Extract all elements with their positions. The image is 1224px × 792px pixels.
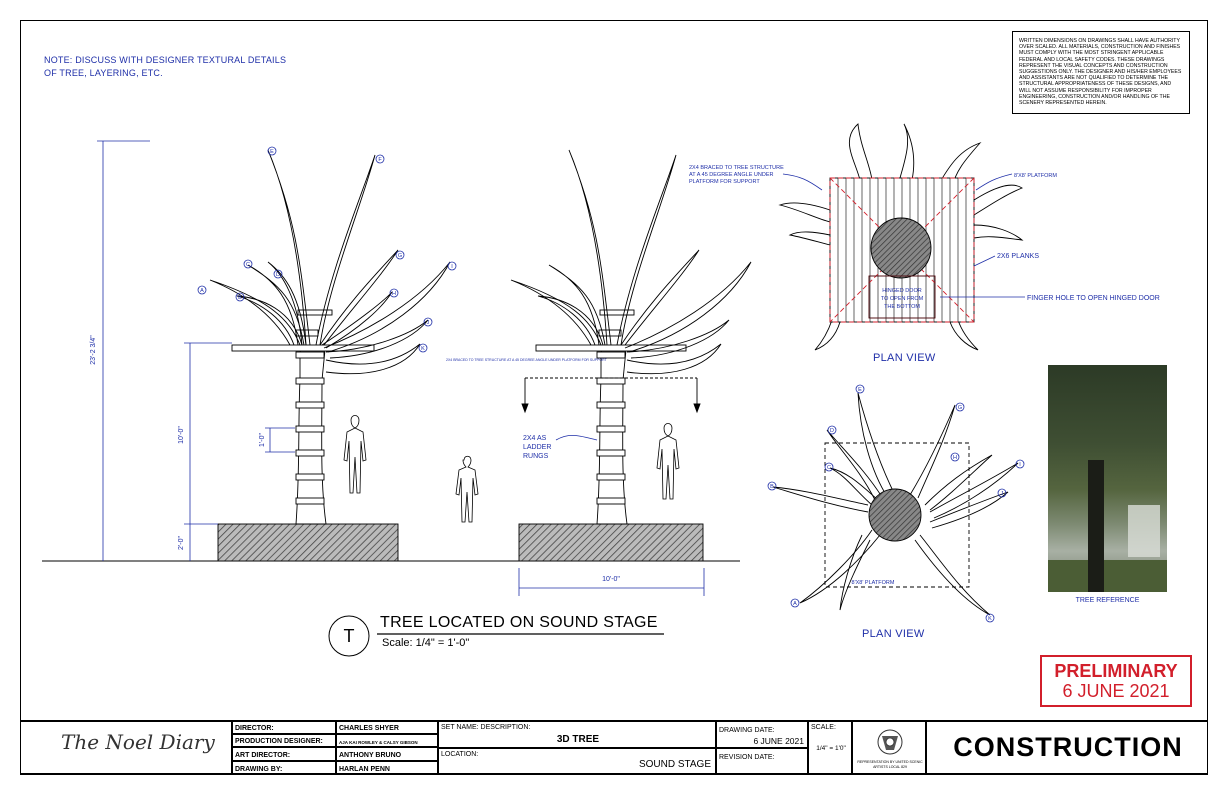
section-marker [328, 615, 370, 657]
tree-reference-caption: TREE REFERENCE [1075, 597, 1140, 604]
plan-label-h: H [953, 455, 957, 461]
branch-label-f: F [378, 157, 382, 163]
plan-view-title-bottom: PLAN VIEW [862, 628, 925, 640]
designer-note: NOTE: DISCUSS WITH DESIGNER TEXTURAL DET… [44, 54, 286, 80]
plan-label-k: K [988, 616, 992, 622]
dim-width: 10'-0" [602, 576, 620, 583]
art-director-label: ART DIRECTOR: [235, 752, 291, 759]
plan-label-g: G [958, 405, 962, 411]
drawing-scale: Scale: 1/4" = 1'-0" [382, 637, 470, 649]
drawing-sheet-border [20, 20, 1208, 774]
stamp-line2: 6 JUNE 2021 [1062, 681, 1170, 701]
drawing-title: TREE LOCATED ON SOUND STAGE [380, 614, 658, 631]
plan-platform-note: 8'X8' PLATFORM [1014, 173, 1057, 179]
drawing-by-value: HARLAN PENN [339, 766, 390, 773]
plan-label-b: B [770, 484, 774, 490]
tree-reference-photo [1048, 365, 1167, 592]
designer-note-line1: NOTE: DISCUSS WITH DESIGNER TEXTURAL DET… [44, 55, 287, 65]
plan-label-d: D [830, 428, 834, 434]
plan-label-j: J [1001, 491, 1004, 497]
section-letter: T [344, 626, 355, 646]
stamp-line1: PRELIMINARY [1054, 661, 1178, 681]
art-director-value: ANTHONY BRUNO [339, 752, 402, 759]
plan-view-top [778, 123, 1024, 351]
branch-label-d: D [276, 272, 280, 278]
plan-bottom-branch-labels [767, 384, 1025, 623]
dim-total: 23'-2 3/4" [90, 335, 97, 365]
plan-planks-note: 2X6 PLANKS [997, 253, 1039, 260]
designer-note-line2: OF TREE, LAYERING, ETC. [44, 68, 163, 78]
location-value: SOUND STAGE [638, 759, 711, 770]
dim-platform-height: 10'-0" [178, 426, 185, 444]
drawing-date-label: DRAWING DATE: [719, 727, 775, 734]
branch-labels-left [197, 146, 457, 353]
plan-view-title-top: PLAN VIEW [873, 352, 936, 364]
set-name-value: 3D TREE [556, 734, 600, 745]
plan-view-bottom [772, 392, 1019, 616]
branch-label-b: B [238, 295, 242, 301]
base-platform [217, 523, 399, 562]
union-logo-icon [877, 729, 903, 755]
director-value: CHARLES SHYER [339, 725, 399, 732]
tree-elevation-left [209, 149, 451, 562]
branch-label-i: I [451, 264, 453, 270]
ladder-rungs [295, 309, 333, 505]
branch-label-j: J [427, 320, 430, 326]
scale-value: 1/4" = 1'0" [816, 745, 846, 752]
drawing-by-label: DRAWING BY: [235, 766, 283, 773]
rungs-note-1: 2X4 AS [523, 435, 547, 442]
hinged-door-note-1: HINGED DOOR [882, 288, 921, 294]
logo-cell: The Noel Diary [20, 721, 232, 775]
location-label: LOCATION: [441, 751, 479, 758]
plan-bottom-platform-note: 8'X8' PLATFORM [852, 580, 895, 586]
plan-brace-note-1: 2X4 BRACED TO TREE STRUCTURE [689, 165, 784, 171]
union-text: REPRESENTATION BY UNITED SCENIC ARTISTS … [857, 760, 923, 769]
tree-elevation-right [510, 149, 752, 562]
sheet-title: CONSTRUCTION [953, 732, 1183, 762]
union-logo-cell: REPRESENTATION BY UNITED SCENIC ARTISTS … [852, 721, 926, 775]
branch-label-g: G [398, 253, 402, 259]
hinged-door-note-3: THE BOTTOM [884, 304, 920, 310]
branch-label-a: A [200, 288, 204, 294]
show-logo: The Noel Diary [61, 730, 215, 754]
plan-brace-note-2: AT A 45 DEGREE ANGLE UNDER [689, 172, 773, 178]
preliminary-stamp: PRELIMINARY 6 JUNE 2021 [1040, 655, 1192, 707]
plan-label-a: A [793, 601, 797, 607]
branch-label-h: H [392, 291, 396, 297]
dim-rung-spacing: 1'-0" [259, 433, 266, 447]
plan-brace-note-3: PLATFORM FOR SUPPORT [689, 179, 760, 185]
plan-label-e: E [858, 387, 862, 393]
scale-label: SCALE: [811, 724, 836, 731]
rungs-note-3: RUNGS [523, 453, 549, 460]
lawn-shape [1048, 560, 1167, 592]
branch-label-k: K [421, 346, 425, 352]
dim-base: 2'-0" [178, 536, 185, 550]
finger-hole-note: FINGER HOLE TO OPEN HINGED DOOR [1027, 295, 1160, 302]
plan-label-c: C [827, 465, 831, 471]
disclaimer-box: WRITTEN DIMENSIONS ON DRAWINGS SHALL HAV… [1012, 31, 1190, 114]
plan-label-i: I [1019, 462, 1021, 468]
human-figures [343, 415, 680, 523]
dimension-lines [97, 140, 705, 596]
production-designer-value: AJA KAI ROWLEY & CALSY GIBSON [339, 740, 418, 745]
rungs-note-2: LADDER [523, 444, 551, 451]
tree-platform [231, 344, 375, 352]
branch-label-c: C [246, 262, 250, 268]
base-platform-right [518, 523, 704, 562]
plan-top-leaders [782, 173, 1025, 298]
house-shape [1128, 505, 1160, 557]
trunk-shape [1088, 460, 1104, 592]
drawing-date-value: 6 JUNE 2021 [753, 736, 804, 746]
set-name-label: SET NAME: DESCRIPTION: [441, 724, 531, 731]
branch-label-e: E [270, 149, 274, 155]
title-block: The Noel Diary DIRECTOR: CHARLES SHYER P… [20, 720, 1208, 775]
director-label: DIRECTOR: [235, 725, 274, 732]
revision-date-label: REVISION DATE: [719, 754, 775, 761]
brace-note-elevation: 2X4 BRACED TO TREE STRUCTURE AT A 45 DEG… [446, 358, 608, 362]
production-designer-label: PRODUCTION DESIGNER: [235, 738, 323, 745]
hinged-door-note-2: TO OPEN FROM [881, 296, 924, 302]
